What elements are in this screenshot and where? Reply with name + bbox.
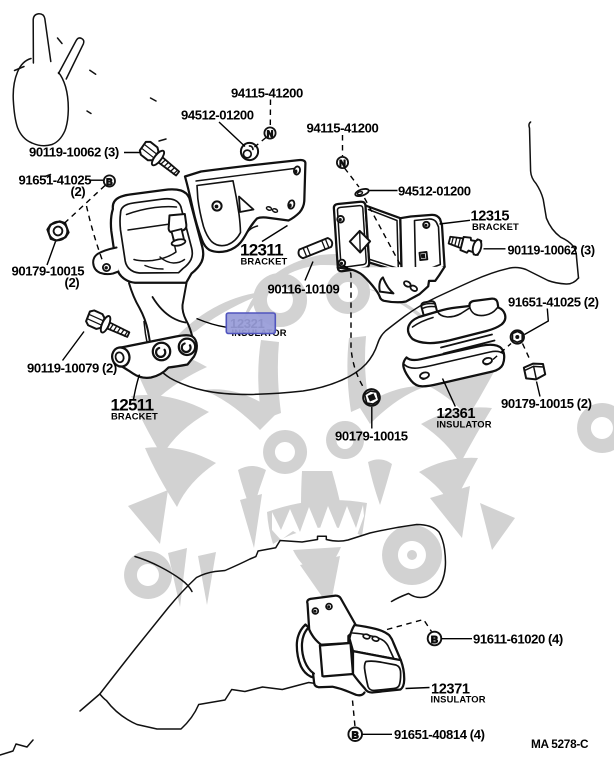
svg-text:94115-41200: 94115-41200 <box>231 86 303 101</box>
svg-text:B: B <box>431 635 438 646</box>
svg-text:12311: 12311 <box>240 241 283 260</box>
svg-text:12315: 12315 <box>471 209 510 225</box>
svg-text:BRACKET: BRACKET <box>241 256 288 267</box>
svg-text:90119-10062 (3): 90119-10062 (3) <box>29 145 119 160</box>
svg-text:BRACKET: BRACKET <box>111 411 158 422</box>
svg-text:91651-40814 (4): 91651-40814 (4) <box>394 727 485 742</box>
svg-text:91651-41025: 91651-41025 <box>19 173 92 188</box>
svg-text:B: B <box>106 177 113 187</box>
svg-text:94115-41200: 94115-41200 <box>307 121 379 136</box>
svg-text:(2): (2) <box>71 184 86 199</box>
svg-text:90179-10015 (2): 90179-10015 (2) <box>501 396 592 411</box>
svg-text:94512-01200: 94512-01200 <box>398 184 471 199</box>
svg-text:BRACKET: BRACKET <box>472 221 519 232</box>
svg-text:INSULATOR: INSULATOR <box>431 694 486 705</box>
svg-text:N: N <box>267 129 274 139</box>
svg-text:90116-10109: 90116-10109 <box>268 282 340 297</box>
svg-text:12371: 12371 <box>431 682 470 698</box>
svg-text:B: B <box>352 731 359 742</box>
svg-text:N: N <box>339 159 346 169</box>
svg-text:91611-61020 (4): 91611-61020 (4) <box>473 632 563 647</box>
svg-text:12361: 12361 <box>437 406 476 422</box>
svg-text:INSULATOR: INSULATOR <box>437 419 492 430</box>
svg-text:12511: 12511 <box>111 396 154 415</box>
svg-text:MA 5278-C: MA 5278-C <box>531 737 589 751</box>
svg-text:90179-10015: 90179-10015 <box>12 264 85 279</box>
svg-text:90179-10015: 90179-10015 <box>335 429 408 444</box>
svg-text:90119-10079 (2): 90119-10079 (2) <box>27 361 117 376</box>
svg-text:(2): (2) <box>65 275 80 290</box>
svg-text:91651-41025 (2): 91651-41025 (2) <box>508 295 599 310</box>
svg-text:90119-10062 (3): 90119-10062 (3) <box>508 244 595 258</box>
svg-text:94512-01200: 94512-01200 <box>181 108 254 123</box>
